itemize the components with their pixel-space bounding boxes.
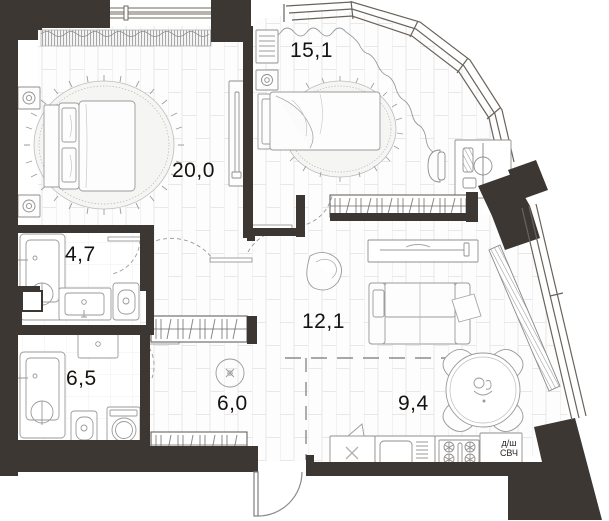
zone-divider [285,357,475,460]
ceiling-light-hall [215,358,245,388]
fridge-icon [345,446,359,460]
window-diagonal [521,203,587,421]
nightstand-master-bottom [17,194,41,218]
toilet-guest [112,282,140,321]
bathtub-master [16,351,66,439]
panoramic-window [283,0,515,167]
room-area-hallway: 6,0 [217,392,248,415]
wardrobe-master-right [228,80,248,187]
entry-door [253,471,303,517]
office-chair [427,149,446,183]
counter-door-leaf [346,423,365,437]
room-area-master-bedroom: 20,0 [172,159,215,182]
curtain-second-bedroom [267,27,434,153]
room-area-bathroom-guest: 4,7 [65,243,96,266]
bed-second [257,91,381,151]
dishwasher-microwave-label: д/ш СВЧ [499,438,519,458]
armchair-living [306,252,342,291]
door-swing-livingroom [299,195,333,227]
dining-table-chairs [442,349,524,432]
room-area-second-bedroom: 15,1 [290,39,333,62]
curtain-master-bedroom [40,29,212,47]
vanity-guest [58,287,112,321]
room-area-living-room: 12,1 [302,310,345,333]
room-area-bathroom-master: 6,5 [66,367,97,390]
door-swing-master-bedroom [145,237,253,263]
tv-console [367,239,479,263]
wardrobe-hall-top [150,315,248,343]
nightstand-second [255,69,279,91]
nightstand-master-top [17,86,41,110]
room-area-kitchen: 9,4 [398,392,429,415]
bed-master [43,100,136,192]
radiator-second-bedroom [255,29,279,64]
sofa-living [368,282,482,345]
curtain-diagonal-kitchen [488,244,561,392]
